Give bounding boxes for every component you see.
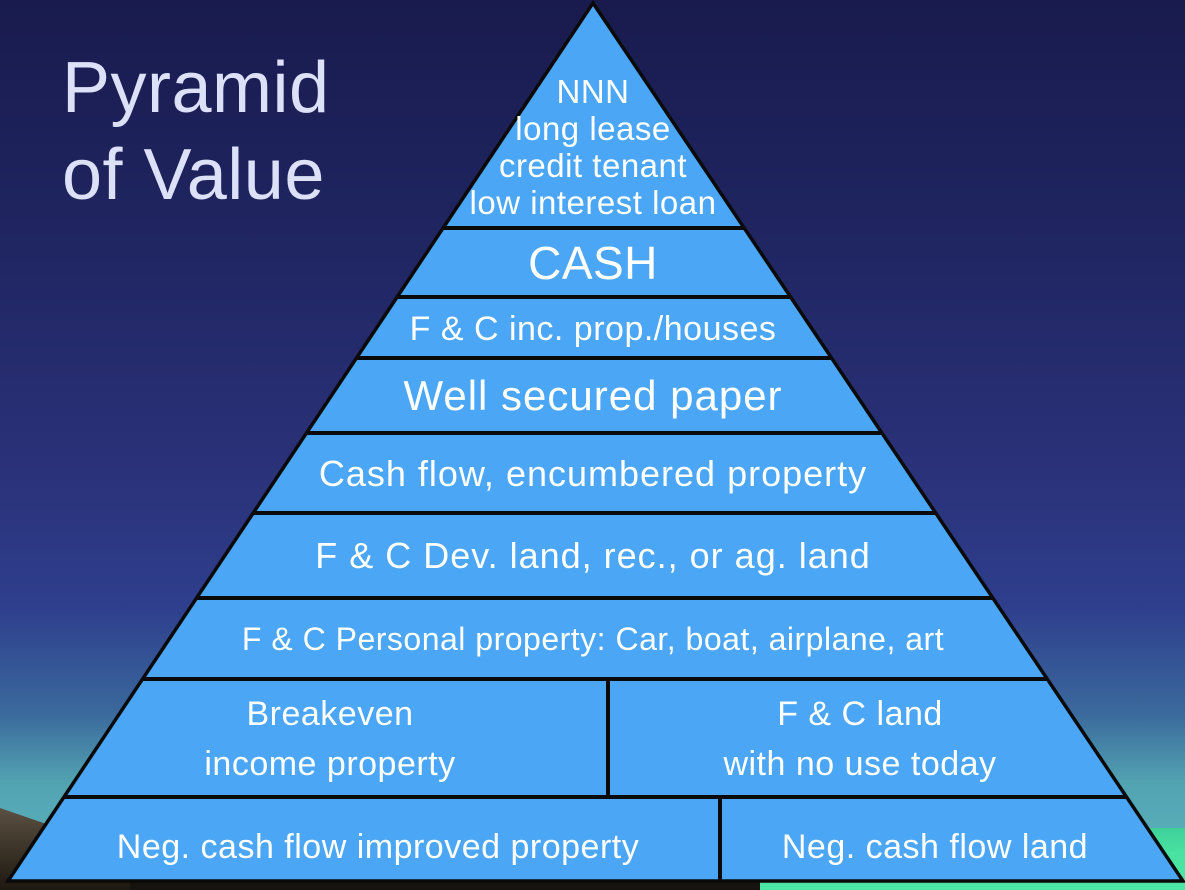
level-label-fc-land-line-1: F & C land	[777, 695, 943, 733]
level-label-neg-cash-flow-improved: Neg. cash flow improved property	[117, 828, 639, 866]
level-label-breakeven-line-2: income property	[204, 745, 455, 783]
level-label-fc-income-prop: F & C inc. prop./houses	[410, 310, 777, 348]
slide-title-line-2: of Value	[62, 135, 325, 215]
level-label-fc-personal-property: F & C Personal property: Car, boat, airp…	[242, 621, 944, 657]
level-label-fc-land-line-2: with no use today	[722, 745, 996, 783]
level-label-nnn-line-4: low interest loan	[470, 184, 717, 221]
pyramid-shape	[4, 0, 1185, 883]
slide-title-line-1: Pyramid	[62, 48, 330, 128]
level-label-fc-dev-land: F & C Dev. land, rec., or ag. land	[315, 535, 871, 576]
level-label-neg-cash-flow-land: Neg. cash flow land	[782, 828, 1088, 866]
level-label-nnn-line-2: long lease	[515, 110, 670, 147]
level-label-nnn-line-3: credit tenant	[499, 147, 687, 184]
level-label-nnn-line-1: NNN	[557, 73, 630, 110]
level-label-cash: CASH	[528, 237, 658, 289]
level-label-cash-flow-encumbered: Cash flow, encumbered property	[319, 453, 867, 494]
level-label-well-secured-paper: Well secured paper	[403, 372, 782, 419]
level-label-breakeven-line-1: Breakeven	[246, 695, 413, 733]
